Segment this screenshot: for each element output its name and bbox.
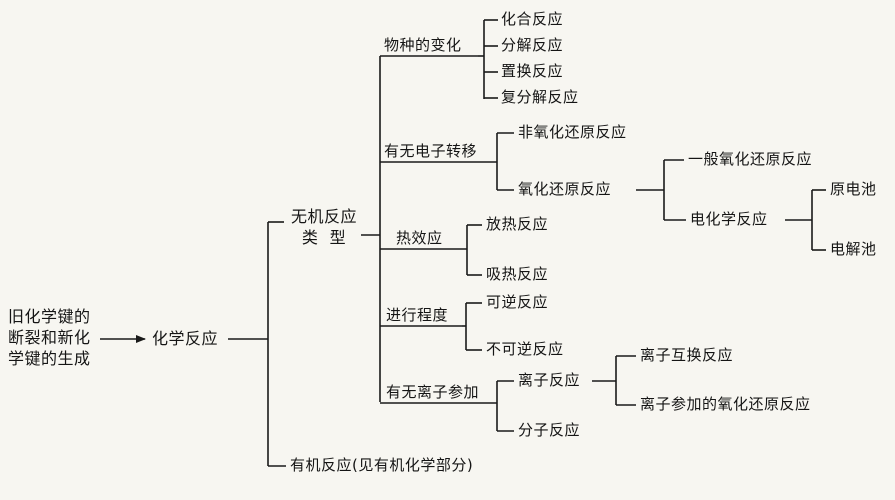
double-displacement-reaction: 复分解反应 — [501, 88, 579, 106]
origin-line-3: 学键的生成 — [8, 349, 91, 368]
inorganic-node: 无机反应 类 型 — [287, 206, 361, 248]
origin-text: 旧化学键的 断裂和新化 学键的生成 — [8, 306, 91, 369]
galvanic-cell: 原电池 — [830, 180, 877, 198]
heat-effect-label: 热效应 — [396, 229, 443, 247]
exothermic-reaction: 放热反应 — [486, 215, 549, 233]
species-change-label: 物种的变化 — [384, 36, 462, 54]
organic-reaction: 有机反应(见有机化学部分) — [290, 456, 474, 474]
ion-exchange-reaction: 离子互换反应 — [640, 346, 734, 364]
reversible-reaction: 可逆反应 — [486, 293, 549, 311]
electrochemical-reaction: 电化学反应 — [690, 210, 768, 228]
non-redox-reaction: 非氧化还原反应 — [518, 123, 627, 141]
ions-label: 有无离子参加 — [386, 383, 480, 401]
irreversible-reaction: 不可逆反应 — [486, 340, 564, 358]
general-redox-reaction: 一般氧化还原反应 — [688, 150, 813, 168]
origin-line-1: 旧化学键的 — [8, 307, 91, 326]
ionic-redox-reaction: 离子参加的氧化还原反应 — [640, 395, 811, 413]
origin-line-2: 断裂和新化 — [8, 328, 91, 347]
chemical-reaction-node: 化学反应 — [152, 329, 219, 348]
extent-label: 进行程度 — [386, 306, 449, 324]
ionic-reaction: 离子反应 — [518, 371, 581, 389]
inorganic-label-line-2: 类 型 — [301, 228, 347, 247]
decomposition-reaction: 分解反应 — [501, 36, 564, 54]
displacement-reaction: 置换反应 — [501, 62, 564, 80]
molecular-reaction: 分子反应 — [518, 421, 581, 439]
combination-reaction: 化合反应 — [501, 10, 564, 28]
redox-reaction: 氧化还原反应 — [518, 180, 612, 198]
electron-transfer-label: 有无电子转移 — [384, 142, 478, 160]
electrolytic-cell: 电解池 — [830, 240, 877, 258]
endothermic-reaction: 吸热反应 — [486, 265, 549, 283]
inorganic-label-line-1: 无机反应 — [290, 207, 357, 226]
